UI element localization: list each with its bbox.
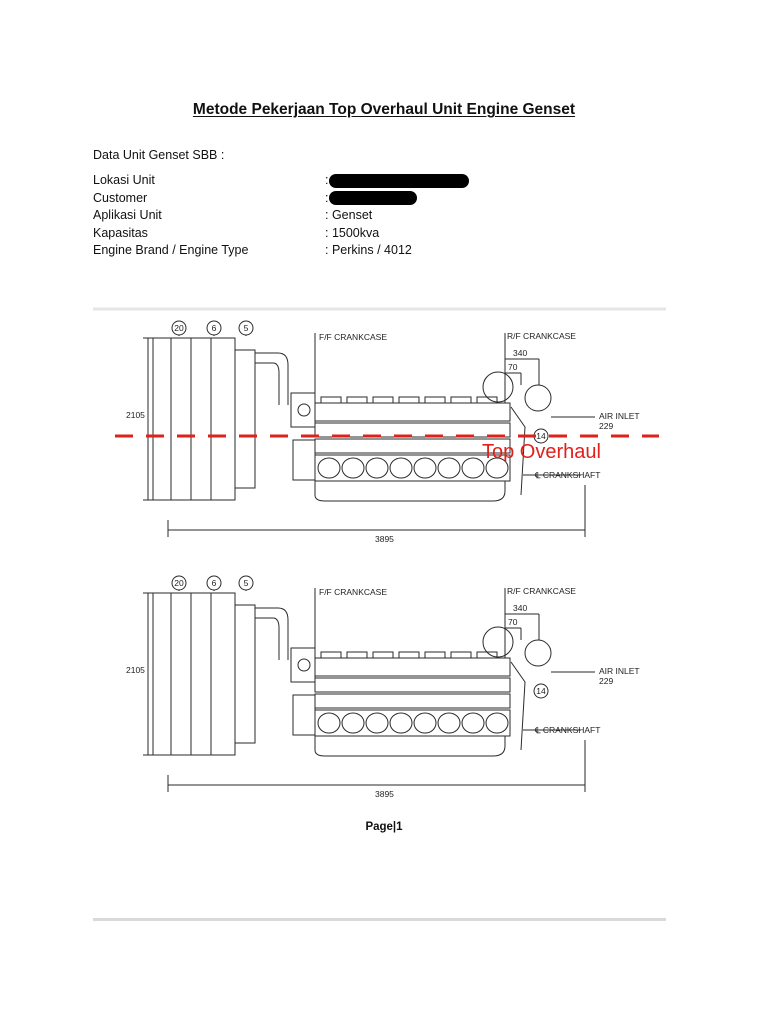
dim-70-label: 70 bbox=[508, 617, 518, 627]
field-label: Lokasi Unit bbox=[93, 173, 155, 187]
page-title: Metode Pekerjaan Top Overhaul Unit Engin… bbox=[192, 101, 576, 118]
field-lokasi-unit: Lokasi Unit : bbox=[93, 172, 553, 190]
air-inlet-value: 229 bbox=[599, 421, 613, 431]
air-inlet-label: AIR INLET bbox=[599, 411, 640, 421]
dim-340-label: 340 bbox=[513, 603, 527, 613]
field-value: : Genset bbox=[325, 208, 373, 222]
ff-crankcase-label: F/F CRANKCASE bbox=[319, 332, 387, 342]
rf-crankcase-label: R/F CRANKCASE bbox=[507, 586, 576, 596]
callout-20-circle bbox=[171, 320, 187, 336]
callout-6-text: 6 bbox=[212, 578, 217, 588]
unit-data-table: Lokasi Unit : Customer : Aplikasi Unit :… bbox=[93, 172, 553, 260]
crankshaft-label: ℄ CRANKSHAFT bbox=[534, 725, 600, 735]
intro-text: Data Unit Genset SBB : bbox=[93, 148, 225, 162]
callout-5-text: 5 bbox=[244, 323, 249, 333]
callout-6-text: 6 bbox=[212, 323, 217, 333]
length-dimension: 3895 bbox=[375, 534, 394, 544]
callout-14-text: 14 bbox=[536, 686, 546, 696]
length-dimension: 3895 bbox=[375, 789, 394, 799]
field-value: : bbox=[325, 172, 470, 190]
redaction-bar bbox=[329, 173, 470, 188]
field-engine-brand-type: Engine Brand / Engine Type : Perkins / 4… bbox=[93, 242, 553, 260]
redaction-bar bbox=[329, 191, 418, 206]
field-kapasitas: Kapasitas : 1500kva bbox=[93, 225, 553, 243]
dim-70-label: 70 bbox=[508, 362, 518, 372]
callout-5-circle bbox=[238, 575, 254, 591]
height-dimension: 2105 bbox=[126, 665, 145, 675]
page-divider bbox=[93, 918, 666, 921]
engine-diagram-svg: 20 6 5 14 F/F CRANKCASE R/F CRANKCASE 34… bbox=[93, 307, 666, 544]
callout-5-text: 5 bbox=[244, 578, 249, 588]
field-aplikasi-unit: Aplikasi Unit : Genset bbox=[93, 207, 553, 225]
callout-14-text: 14 bbox=[536, 431, 546, 441]
dim-340-label: 340 bbox=[513, 348, 527, 358]
callout-20-text: 20 bbox=[174, 323, 184, 333]
field-value: : Perkins / 4012 bbox=[325, 243, 412, 257]
rf-crankcase-label: R/F CRANKCASE bbox=[507, 331, 576, 341]
field-label: Customer bbox=[93, 190, 148, 205]
callout-20-circle bbox=[171, 575, 187, 591]
engine-diagram-svg: 20 6 5 14 F/F CRANKCASE R/F CRANKCASE 34… bbox=[126, 575, 640, 799]
callout-14-circle bbox=[533, 683, 549, 699]
callout-20-text: 20 bbox=[174, 578, 184, 588]
air-inlet-value: 229 bbox=[599, 676, 613, 686]
field-label: Aplikasi Unit bbox=[93, 208, 162, 222]
field-value: : bbox=[325, 190, 418, 208]
field-label: Engine Brand / Engine Type bbox=[93, 243, 249, 257]
height-dimension: 2105 bbox=[126, 410, 145, 420]
air-inlet-label: AIR INLET bbox=[599, 666, 640, 676]
page-number: Page|1 bbox=[365, 821, 403, 833]
field-customer: Customer : bbox=[93, 190, 553, 208]
field-label: Kapasitas bbox=[93, 225, 148, 240]
field-value: : 1500kva bbox=[325, 225, 380, 240]
engine-drawing-top-overhaul: 20 6 5 14 F/F CRANKCASE R/F CRANKCASE 34… bbox=[93, 305, 666, 555]
callout-6-circle bbox=[206, 575, 222, 591]
engine-drawing-reference: 20 6 5 14 F/F CRANKCASE R/F CRANKCASE 34… bbox=[93, 560, 666, 810]
callout-6-circle bbox=[206, 320, 222, 336]
callout-5-circle bbox=[238, 320, 254, 336]
crankshaft-label: ℄ CRANKSHAFT bbox=[534, 470, 600, 480]
top-overhaul-label: Top Overhaul bbox=[482, 441, 601, 463]
ff-crankcase-label: F/F CRANKCASE bbox=[319, 587, 387, 597]
